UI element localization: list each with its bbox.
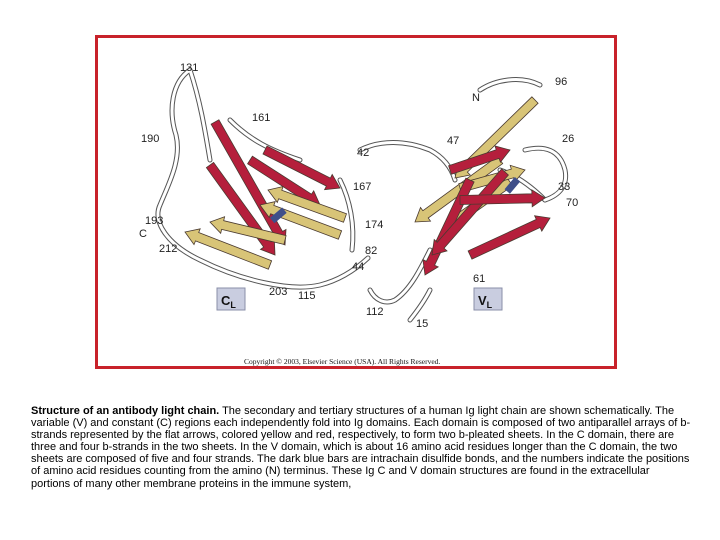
residue-label: 131 (180, 62, 198, 74)
residue-label: 190 (141, 133, 159, 145)
light-chain-diagram: CL VL 131 96 161 190 N 47 26 42 167 33 7… (0, 0, 720, 400)
residue-label: 174 (365, 219, 383, 231)
figure-caption: Structure of an antibody light chain. Th… (31, 405, 691, 490)
residue-label: 15 (416, 318, 428, 330)
residue-label: 115 (298, 290, 316, 302)
caption-body: The secondary and tertiary structures of… (31, 405, 690, 490)
residue-label: 70 (566, 197, 578, 209)
red-beta-strand-arrow (263, 146, 340, 190)
domain-label-constant: CL (217, 288, 245, 310)
residue-label: 26 (562, 133, 574, 145)
residue-label: 47 (447, 135, 459, 147)
residue-label: 161 (252, 112, 270, 124)
residue-label: 167 (353, 181, 371, 193)
residue-label: 61 (473, 273, 485, 285)
red-beta-strand-arrow (468, 216, 550, 259)
caption-title: Structure of an antibody light chain. (31, 405, 219, 417)
copyright-notice: Copyright © 2003, Elsevier Science (USA)… (244, 357, 440, 366)
residue-label: C (139, 228, 147, 240)
residue-label: 212 (159, 243, 177, 255)
residue-label: N (472, 92, 480, 104)
residue-label: 44 (352, 261, 364, 273)
residue-label: 96 (555, 76, 567, 88)
domain-label-variable: VL (474, 288, 502, 310)
residue-label: 112 (366, 306, 384, 318)
residue-label: 42 (357, 147, 369, 159)
residue-label: 33 (558, 181, 570, 193)
residue-label: 82 (365, 245, 377, 257)
residue-label: 193 (145, 215, 163, 227)
residue-label: 203 (269, 286, 287, 298)
